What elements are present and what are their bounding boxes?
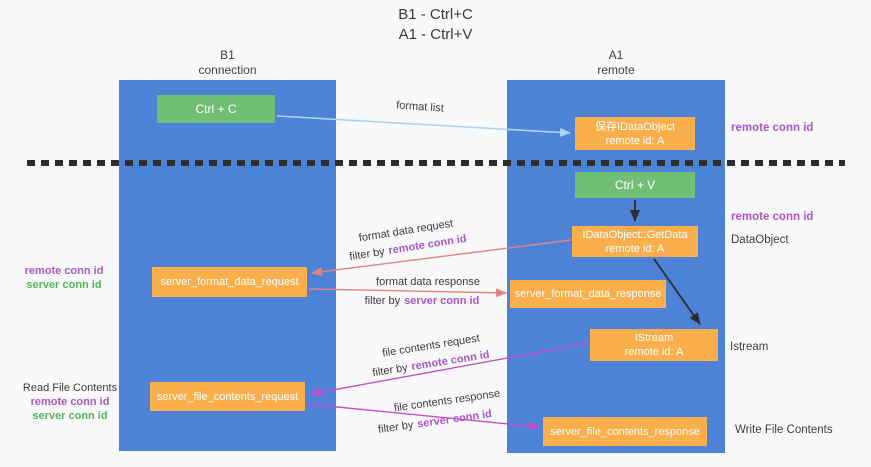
- format-data-response-label: format data response: [376, 276, 480, 288]
- left-read-file-group: Read File Contents remote conn id server…: [20, 381, 120, 423]
- format-list-label: format list: [395, 99, 445, 115]
- server-conn-id-text: server conn id: [404, 295, 480, 307]
- right-istream-label: Istream: [730, 341, 769, 353]
- filter-by-text: filter by: [364, 295, 401, 307]
- left-server-conn-id-bottom: server conn id: [32, 410, 108, 422]
- server-file-contents-response-label: server_file_contents_response: [550, 425, 700, 438]
- save-dataobject-line2: remote id: A: [605, 134, 665, 147]
- lane-a1-subtitle: remote: [597, 63, 635, 77]
- right-dataobject-label: DataObject: [731, 234, 789, 246]
- filter-by-text: filter by: [377, 419, 415, 436]
- right-write-file-contents-label: Write File Contents: [735, 424, 833, 436]
- diagram-title: B1 - Ctrl+C A1 - Ctrl+V: [0, 5, 871, 45]
- lane-header-a1: A1 remote: [507, 48, 725, 78]
- server-format-data-response-label: server_format_data_response: [514, 288, 662, 300]
- server-format-data-response-node: server_format_data_response: [510, 280, 666, 308]
- lane-b1-subtitle: connection: [198, 63, 257, 77]
- ctrl-c-label: Ctrl + C: [195, 102, 237, 116]
- title-line-b1: B1 - Ctrl+C: [398, 6, 473, 23]
- server-conn-id-text: server conn id: [416, 408, 493, 431]
- ctrl-v-label: Ctrl + V: [614, 178, 656, 192]
- title-line-a1: A1 - Ctrl+V: [398, 26, 473, 43]
- left-remote-conn-id-bottom: remote conn id: [30, 396, 110, 408]
- right-remote-conn-id-mid: remote conn id: [731, 211, 814, 223]
- lane-b1-name: B1: [220, 48, 235, 62]
- getdata-node: IDataObject::GetData remote id: A: [572, 226, 698, 257]
- format-data-response-arrow: [308, 288, 507, 298]
- left-read-file-contents-label: Read File Contents: [22, 382, 118, 394]
- filter-by-text: filter by: [348, 245, 386, 264]
- left-remote-conn-id-top: remote conn id: [24, 265, 104, 277]
- istream-line1: IStream: [634, 332, 674, 344]
- server-format-data-request-node: server_format_data_request: [152, 267, 307, 297]
- server-file-contents-request-node: server_file_contents_request: [150, 382, 305, 411]
- getdata-line1: IDataObject::GetData: [582, 228, 688, 241]
- left-conn-id-group-top: remote conn id server conn id: [18, 264, 110, 292]
- filter-by-text: filter by: [371, 361, 409, 380]
- save-dataobject-line1: 保存IDataObject: [594, 120, 676, 133]
- server-file-contents-request-label: server_file_contents_request: [156, 390, 299, 403]
- right-remote-conn-id-top: remote conn id: [731, 122, 814, 134]
- server-format-data-request-label: server_format_data_request: [160, 276, 299, 288]
- separator-dashed-line: [27, 160, 845, 166]
- lane-header-b1: B1 connection: [119, 48, 336, 78]
- getdata-line2: remote id: A: [605, 242, 665, 255]
- save-dataobject-node: 保存IDataObject remote id: A: [575, 117, 695, 150]
- ctrl-c-node: Ctrl + C: [157, 95, 275, 123]
- left-server-conn-id-top: server conn id: [26, 279, 102, 291]
- istream-node: IStream remote id: A: [590, 329, 718, 361]
- lane-a1-name: A1: [608, 48, 624, 62]
- ctrl-v-node: Ctrl + V: [575, 172, 695, 198]
- server-file-contents-response-node: server_file_contents_response: [543, 417, 707, 446]
- istream-line2: remote id: A: [624, 346, 684, 358]
